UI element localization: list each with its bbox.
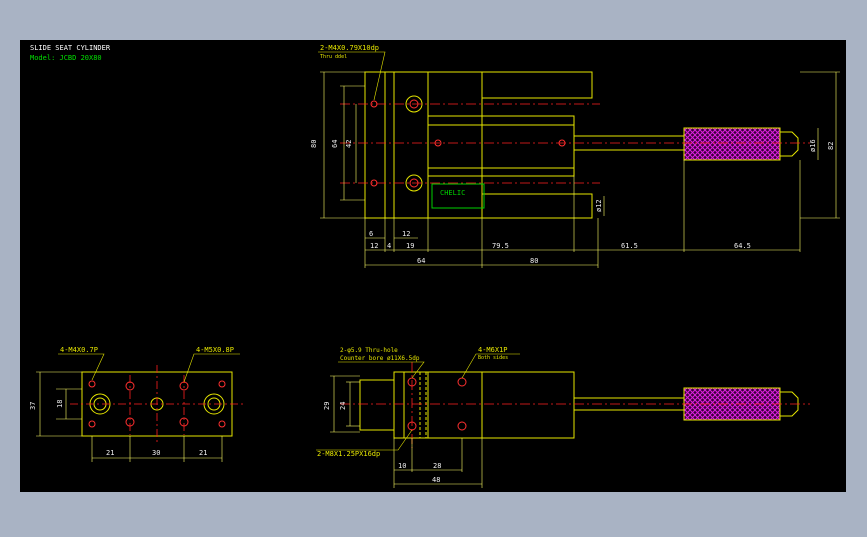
dim-30: 30 [152, 449, 160, 457]
dim-80-width: 80 [530, 257, 538, 265]
top-centerlines [340, 103, 810, 184]
dim-6: 6 [369, 230, 373, 238]
guide-rod-top [481, 71, 593, 99]
dim-64-height: 64 [331, 140, 339, 148]
dim-28: 28 [433, 462, 441, 470]
dim-64-width: 64 [417, 257, 425, 265]
dim-10: 10 [398, 462, 406, 470]
dim-21a: 21 [106, 449, 114, 457]
dim-61-5: 61.5 [621, 242, 638, 250]
dim-82-height: 82 [827, 142, 835, 150]
callout-counterbore: Counter bore ø11X6.5dp [340, 355, 420, 362]
end-centerlines [70, 365, 245, 445]
dim-80-height: 80 [310, 140, 318, 148]
dim-48: 48 [432, 476, 440, 484]
drawing-title: SLIDE SEAT CYLINDER [30, 44, 111, 52]
knurled-grip [683, 127, 781, 161]
dim-12a: 12 [370, 242, 378, 250]
dim-19: 19 [406, 242, 414, 250]
end-dimension-text: 37 18 21 30 21 [29, 400, 207, 457]
dim-18: 18 [56, 400, 64, 408]
dim-4: 4 [387, 242, 391, 250]
dim-12b: 12 [402, 230, 410, 238]
callout-m8: 2-M8X1.25PX16dp [317, 450, 380, 458]
top-dimension-text: 80 64 42 82 ø16 ø12 6 12 4 12 19 79.5 61… [310, 139, 835, 265]
dim-rod-diameter: ø16 [809, 139, 817, 152]
end-callouts: 4-M4X0.7P 4-M5X0.8P [58, 346, 240, 383]
callout-m6-sub: Both sides [478, 355, 508, 361]
end-dimension-lines [36, 371, 223, 462]
side-centerlines [340, 362, 810, 448]
side-callouts: 2-φ5.9 Thru-hole Counter bore ø11X6.5dp … [316, 346, 520, 458]
drawing-canvas [20, 40, 846, 492]
model-label: Model: JCBD 20X80 [30, 54, 102, 62]
callout-m6: 4-M6X1P [478, 346, 508, 354]
nameplate [431, 183, 485, 209]
callout-thru-hole: 2-φ5.9 Thru-hole [340, 347, 398, 354]
callout-holes: 2-M4X0.79X10dp [320, 44, 379, 52]
callout-m5: 4-M5X0.8P [196, 346, 234, 354]
dim-24: 24 [339, 402, 347, 410]
dim-37: 37 [29, 402, 37, 410]
dim-42-height: 42 [345, 140, 353, 148]
side-dimension-text: 29 24 10 28 48 [323, 402, 441, 484]
top-dimension-lines [320, 71, 840, 268]
top-callout: 2-M4X0.79X10dp Thru ddel [318, 44, 386, 101]
dim-small-diameter: ø12 [595, 199, 603, 212]
callout-holes-sub: Thru ddel [320, 54, 347, 60]
dim-79-5: 79.5 [492, 242, 509, 250]
dim-21b: 21 [199, 449, 207, 457]
dim-64-5: 64.5 [734, 242, 751, 250]
brand-label: CHELIC [440, 189, 465, 197]
side-dimension-lines [330, 375, 483, 488]
dim-29: 29 [323, 402, 331, 410]
callout-m4: 4-M4X0.7P [60, 346, 98, 354]
guide-rod-bottom [481, 193, 593, 219]
